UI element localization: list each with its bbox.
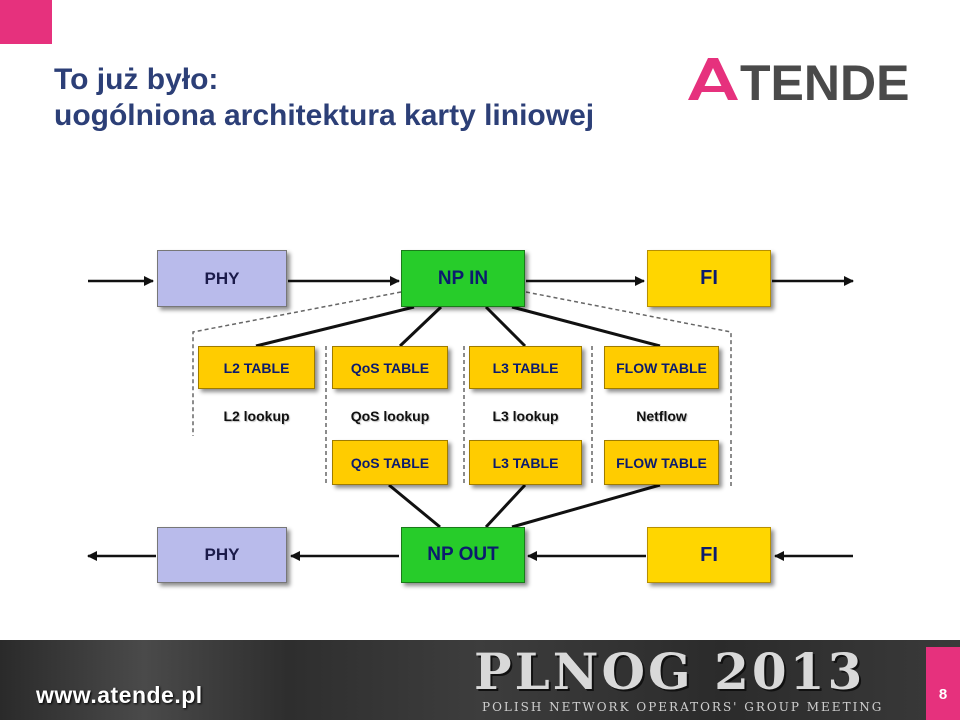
footer-background	[0, 640, 960, 720]
link-flow-np-out	[511, 483, 661, 529]
link-l3-np-out	[484, 483, 527, 529]
link-np-in-l2	[255, 305, 415, 348]
l2-lookup-label: L2 lookup	[223, 408, 290, 424]
phy-out-box: PHY	[157, 527, 287, 583]
slide-title: To już było: uogólniona architektura kar…	[54, 62, 594, 134]
qos-lookup-label: QoS lookup	[350, 408, 430, 424]
qos-table-out-box: QoS TABLE	[332, 440, 448, 485]
l3-table-box: L3 TABLE	[469, 346, 582, 389]
corner-accent	[0, 0, 52, 44]
np-in-scope-left	[192, 291, 402, 436]
atende-logo: TENDE	[688, 56, 909, 102]
netflow-label: Netflow	[636, 408, 687, 424]
title-line-2: uogólniona architektura karty liniowej	[54, 99, 595, 132]
link-np-in-qos	[398, 305, 443, 348]
event-logo: PLNOG 2013	[474, 642, 866, 701]
link-np-in-flow	[511, 305, 661, 348]
logo-a-crossbar	[700, 86, 726, 92]
footer-banner: www.atende.pl PLNOG 2013 POLISH NETWORK …	[0, 640, 960, 720]
link-qos-np-out	[388, 483, 441, 529]
fi-out-box: FI	[647, 527, 771, 583]
page-number: 8	[938, 686, 948, 703]
flow-table-box: FLOW TABLE	[604, 346, 719, 389]
l3-table-out-box: L3 TABLE	[469, 440, 582, 485]
logo-wordmark: TENDE	[740, 56, 909, 102]
footer-url: www.atende.pl	[36, 682, 203, 708]
page-number-box	[926, 647, 960, 720]
diagram-connectors	[87, 276, 854, 561]
event-subtitle: POLISH NETWORK OPERATORS' GROUP MEETING	[482, 700, 884, 714]
flow-table-out-box: FLOW TABLE	[604, 440, 719, 485]
l2-table-box: L2 TABLE	[198, 346, 315, 389]
fi-in-box: FI	[647, 250, 771, 307]
title-line-1: To już było:	[54, 63, 219, 96]
np-out-box: NP OUT	[401, 527, 525, 583]
l3-lookup-label: L3 lookup	[492, 408, 559, 424]
np-in-box: NP IN	[401, 250, 525, 307]
link-np-in-l3	[484, 305, 527, 348]
qos-table-box: QoS TABLE	[332, 346, 448, 389]
phy-in-box: PHY	[157, 250, 287, 307]
